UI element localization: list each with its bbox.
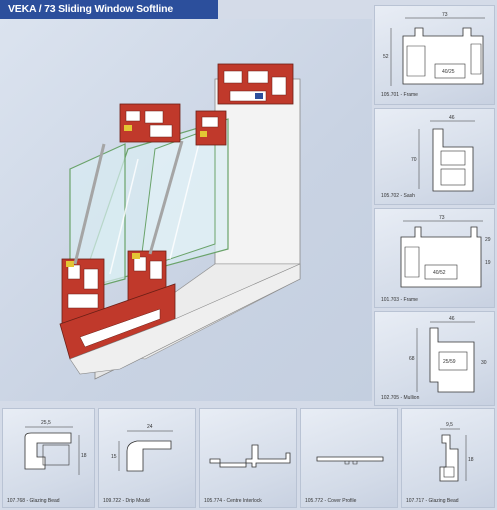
profile-cover-drawing bbox=[316, 456, 384, 465]
dim-chamber: 40/52 bbox=[433, 270, 446, 276]
dim-height: 70 bbox=[411, 157, 417, 163]
dim-width: 46 bbox=[449, 115, 455, 121]
dim-width: 25,5 bbox=[41, 420, 51, 426]
main-illustration-panel bbox=[0, 19, 372, 401]
dim-height: 18 bbox=[81, 453, 87, 459]
profile-glazing-bead-drawing: 25,5 18 bbox=[24, 420, 87, 475]
profile-caption: 109.722 - Drip Mould bbox=[103, 498, 150, 504]
dim-height: 52 bbox=[383, 54, 389, 60]
profile-caption: 105.772 - Cover Profile bbox=[305, 498, 357, 504]
profile-drip-mould-drawing: 24 15 bbox=[111, 424, 173, 472]
dim-height: 68 bbox=[409, 356, 415, 362]
profile-caption: 105.702 - Sash bbox=[381, 193, 415, 199]
profile-mullion-drawing: 46 68 30 25/59 bbox=[409, 316, 487, 393]
dim-width: 24 bbox=[147, 424, 153, 430]
profile-panel-101-703: 73 29 19 40/52 101.703 - Frame bbox=[374, 208, 495, 308]
dim-height: 15 bbox=[111, 454, 117, 460]
dim-top: 29 bbox=[485, 237, 491, 243]
profile-caption: 107.717 - Glazing Bead bbox=[406, 498, 459, 504]
profile-centre-interlock-drawing bbox=[209, 444, 291, 468]
dim-chamber: 25/59 bbox=[443, 359, 456, 365]
profile-frame-drawing: 73 29 19 40/52 bbox=[400, 215, 491, 288]
profile-caption: 105.774 - Centre Interlock bbox=[204, 498, 262, 504]
profile-caption: 107.768 - Glazing Bead bbox=[7, 498, 60, 504]
profile-panel-105-772: 105.772 - Cover Profile bbox=[300, 408, 398, 508]
profile-panel-105-701: 73 52 40/25 105.701 - Frame bbox=[374, 5, 495, 105]
profile-frame-drawing: 73 52 40/25 bbox=[383, 12, 485, 86]
dim-width: 73 bbox=[442, 12, 448, 18]
sliding-window-section-illustration bbox=[59, 63, 301, 380]
dim-height: 18 bbox=[468, 457, 474, 463]
profile-caption: 105.701 - Frame bbox=[381, 92, 418, 98]
profile-glazing-bead-drawing: 9,5 18 bbox=[439, 422, 474, 482]
profile-panel-105-774: 105.774 - Centre Interlock bbox=[199, 408, 297, 508]
dim-width: 73 bbox=[439, 215, 445, 221]
profile-panel-107-768: 25,5 18 107.768 - Glazing Bead bbox=[2, 408, 95, 508]
profile-panel-109-722: 24 15 109.722 - Drip Mould bbox=[98, 408, 196, 508]
dim-side: 30 bbox=[481, 360, 487, 366]
brand-name: VEKA bbox=[8, 3, 36, 15]
page-title: / 73 Sliding Window Softline bbox=[35, 3, 174, 15]
page-header: VEKA / 73 Sliding Window Softline bbox=[0, 0, 218, 19]
dim-side: 19 bbox=[485, 260, 491, 266]
dim-chamber: 40/25 bbox=[442, 69, 455, 75]
dim-width: 9,5 bbox=[446, 422, 453, 428]
profile-caption: 102.705 - Mullion bbox=[381, 395, 420, 401]
profile-panel-107-717: 9,5 18 107.717 - Glazing Bead bbox=[401, 408, 495, 508]
profile-sash-drawing: 46 70 bbox=[411, 115, 475, 192]
dim-width: 46 bbox=[449, 316, 455, 322]
profile-panel-102-705: 46 68 30 25/59 102.705 - Mullion bbox=[374, 311, 495, 406]
profile-panel-105-702: 46 70 105.702 - Sash bbox=[374, 108, 495, 205]
profile-caption: 101.703 - Frame bbox=[381, 297, 418, 303]
